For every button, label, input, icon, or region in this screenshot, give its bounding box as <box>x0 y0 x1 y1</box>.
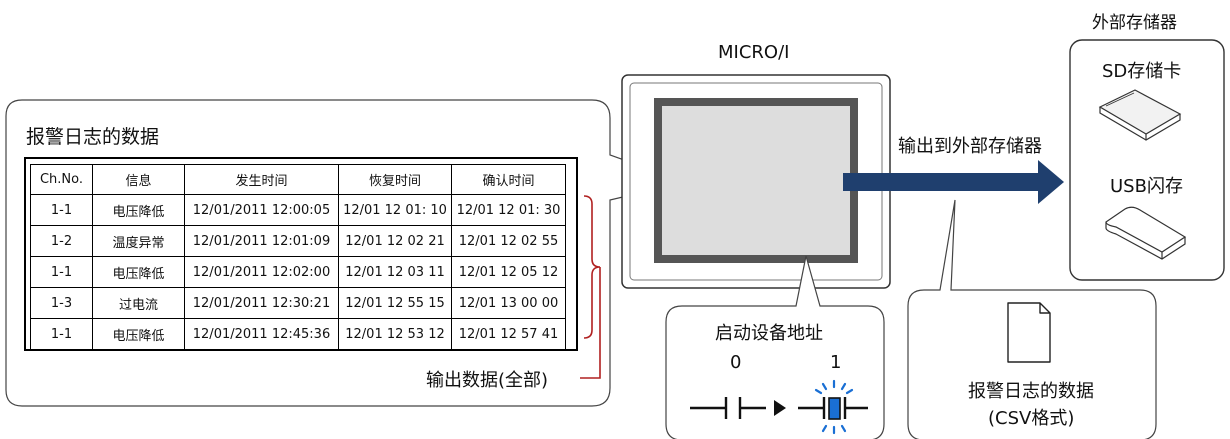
column-header: 确认时间 <box>451 164 566 195</box>
output-arrow <box>843 160 1064 204</box>
device-name: MICRO/I <box>718 42 790 63</box>
file-label-line2: (CSV格式) <box>988 408 1075 429</box>
storage-title: 外部存储器 <box>1092 13 1177 33</box>
contact-off-icon <box>690 397 766 419</box>
table-cell: 12/01 12 01: 30 <box>451 194 566 226</box>
table-cell: 1-1 <box>30 194 93 226</box>
state-arrow-icon <box>774 400 786 416</box>
micro-i-screen <box>654 98 858 263</box>
usb-stick-icon <box>1105 206 1187 260</box>
trigger-callout-bubble <box>665 255 885 439</box>
state-on-label: 1 <box>830 352 842 373</box>
alarm-log-table: Ch.No. 信息 发生时间 恢复时间 确认时间 1-1 电压降低 12/01/… <box>30 164 566 350</box>
sd-card-label: SD存储卡 <box>1102 61 1182 82</box>
table-cell: 12/01 12 02 21 <box>338 225 452 257</box>
table-row: 1-1 电压降低 12/01/2011 12:00:05 12/01 12 01… <box>30 194 566 226</box>
trigger-title: 启动设备地址 <box>715 323 823 344</box>
table-cell: 1-1 <box>30 256 93 288</box>
column-header: 恢复时间 <box>338 164 452 195</box>
table-cell: 1-2 <box>30 225 93 257</box>
output-bracket-leader <box>580 267 601 379</box>
table-cell: 12/01/2011 12:01:09 <box>184 225 339 257</box>
table-row: 1-2 温度异常 12/01/2011 12:01:09 12/01 12 02… <box>30 225 566 257</box>
table-header-row: Ch.No. 信息 发生时间 恢复时间 确认时间 <box>30 164 566 195</box>
table-cell: 12/01 12 57 41 <box>451 318 566 350</box>
log-panel-title: 报警日志的数据 <box>26 126 160 148</box>
table-row: 1-3 过电流 12/01/2011 12:30:21 12/01 12 55 … <box>30 287 566 319</box>
sd-card-icon <box>1098 89 1182 141</box>
table-cell: 12/01 12 55 15 <box>338 287 452 319</box>
led-glow-icon <box>814 379 854 435</box>
table-cell: 12/01 12 01: 10 <box>338 194 452 226</box>
table-cell: 12/01 12 03 11 <box>338 256 452 288</box>
table-row: 1-1 电压降低 12/01/2011 12:45:36 12/01 12 53… <box>30 318 566 350</box>
table-cell: 电压降低 <box>92 318 185 350</box>
table-cell: 过电流 <box>92 287 185 319</box>
table-cell: 12/01 12 05 12 <box>451 256 566 288</box>
table-cell: 12/01 12 02 55 <box>451 225 566 257</box>
table-cell: 12/01/2011 12:45:36 <box>184 318 339 350</box>
table-cell: 1-3 <box>30 287 93 319</box>
table-cell: 电压降低 <box>92 194 185 226</box>
table-cell: 1-1 <box>30 318 93 350</box>
table-cell: 12/01 12 53 12 <box>338 318 452 350</box>
usb-flash-label: USB闪存 <box>1110 176 1183 197</box>
arrow-label: 输出到外部存储器 <box>898 136 1042 157</box>
file-label-line1: 报警日志的数据 <box>968 381 1094 402</box>
column-header: 发生时间 <box>184 164 339 195</box>
state-off-label: 0 <box>730 352 742 373</box>
table-row: 1-1 电压降低 12/01/2011 12:02:00 12/01 12 03… <box>30 256 566 288</box>
table-cell: 温度异常 <box>92 225 185 257</box>
table-cell: 12/01 13 00 00 <box>451 287 566 319</box>
table-cell: 12/01/2011 12:30:21 <box>184 287 339 319</box>
column-header: 信息 <box>92 164 185 195</box>
contact-on-icon <box>798 397 868 420</box>
table-cell: 12/01/2011 12:00:05 <box>184 194 339 226</box>
output-data-label: 输出数据(全部) <box>426 370 549 391</box>
table-cell: 电压降低 <box>92 256 185 288</box>
table-cell: 12/01/2011 12:02:00 <box>184 256 339 288</box>
column-header: Ch.No. <box>30 164 93 195</box>
document-icon <box>1007 302 1051 363</box>
